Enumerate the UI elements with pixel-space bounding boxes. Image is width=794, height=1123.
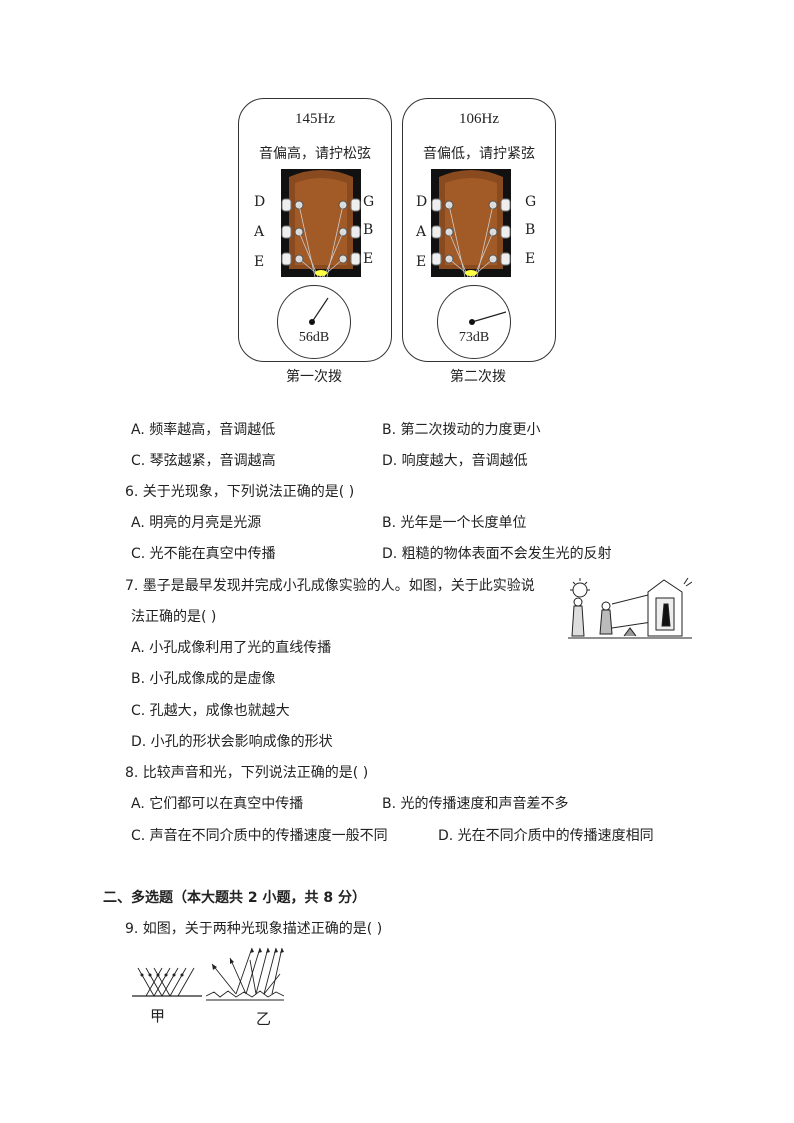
q8-option-a: A. 它们都可以在真空中传播 — [131, 796, 304, 812]
q6-option-a: A. 明亮的月亮是光源 — [131, 515, 262, 531]
q9-stem: 9. 如图，关于两种光现象描述正确的是( ) — [125, 921, 383, 937]
volume-gauge: 56dB — [277, 285, 351, 359]
tuner-panel-first: 145Hz 音偏高，请拧松弦 D A E G B E — [238, 98, 392, 362]
tuning-hint: 音偏低，请拧紧弦 — [423, 146, 535, 162]
tuner-figure: 145Hz 音偏高，请拧松弦 D A E G B E — [238, 98, 558, 388]
q9-label-yi: 乙 — [256, 1010, 272, 1028]
caption-second-pluck: 第二次拨 — [450, 369, 506, 385]
string-label-d: D — [254, 194, 266, 210]
q7-stem-line1: 7. 墨子是最早发现并完成小孔成像实验的人。如图，关于此实验说 — [125, 578, 535, 594]
q8-option-d: D. 光在不同介质中的传播速度相同 — [438, 828, 654, 844]
tuning-hint: 音偏高，请拧松弦 — [259, 146, 371, 162]
caption-first-pluck: 第一次拨 — [286, 369, 342, 385]
q7-option-d: D. 小孔的形状会影响成像的形状 — [131, 734, 333, 750]
q9-label-jia: 甲 — [150, 1007, 166, 1025]
guitar-headstock-image — [281, 169, 361, 277]
frequency-readout: 145Hz — [295, 111, 335, 127]
decibel-readout: 73dB — [458, 330, 490, 345]
string-label-b: B — [363, 222, 374, 238]
decibel-readout: 56dB — [298, 330, 330, 345]
diffuse-reflection-diagram — [206, 947, 284, 1001]
string-label-g: G — [363, 194, 375, 210]
frequency-readout: 106Hz — [459, 111, 499, 127]
q7-option-a: A. 小孔成像利用了光的直线传播 — [131, 640, 332, 656]
section-heading-multiple-choice: 二、多选题（本大题共 2 小题，共 8 分） — [103, 890, 366, 906]
q5-option-c: C. 琴弦越紧，音调越高 — [131, 453, 276, 469]
string-label-e-high: E — [363, 251, 374, 267]
q7-stem-line2: 法正确的是( ) — [131, 609, 217, 625]
q6-option-d: D. 粗糙的物体表面不会发生光的反射 — [382, 546, 612, 562]
pinhole-camera-illustration — [568, 577, 692, 639]
string-label-b: B — [525, 222, 536, 238]
q6-option-b: B. 光年是一个长度单位 — [382, 515, 527, 531]
gauge-needle — [309, 297, 329, 325]
string-label-g: G — [525, 194, 537, 210]
guitar-headstock-image — [431, 169, 511, 277]
tuner-panel-second: 106Hz 音偏低，请拧紧弦 D A E G B E — [402, 98, 556, 362]
specular-reflection-diagram — [132, 967, 202, 997]
q8-stem: 8. 比较声音和光，下列说法正确的是( ) — [125, 765, 369, 781]
string-label-a: A — [416, 224, 427, 240]
q8-option-c: C. 声音在不同介质中的传播速度一般不同 — [131, 828, 388, 844]
q5-option-d: D. 响度越大，音调越低 — [382, 453, 528, 469]
string-label-e-high: E — [525, 251, 536, 267]
q6-option-c: C. 光不能在真空中传播 — [131, 546, 276, 562]
volume-gauge: 73dB — [437, 285, 511, 359]
q5-option-b: B. 第二次拨动的力度更小 — [382, 422, 541, 438]
q7-option-b: B. 小孔成像成的是虚像 — [131, 671, 276, 687]
q6-stem: 6. 关于光现象，下列说法正确的是( ) — [125, 484, 355, 500]
string-label-e-low: E — [254, 254, 265, 270]
string-label-e-low: E — [416, 254, 427, 270]
gauge-needle — [469, 311, 507, 325]
string-label-d: D — [416, 194, 428, 210]
q8-option-b: B. 光的传播速度和声音差不多 — [382, 796, 569, 812]
q5-option-a: A. 频率越高，音调越低 — [131, 422, 276, 438]
q7-option-c: C. 孔越大，成像也就越大 — [131, 703, 290, 719]
string-label-a: A — [254, 224, 265, 240]
